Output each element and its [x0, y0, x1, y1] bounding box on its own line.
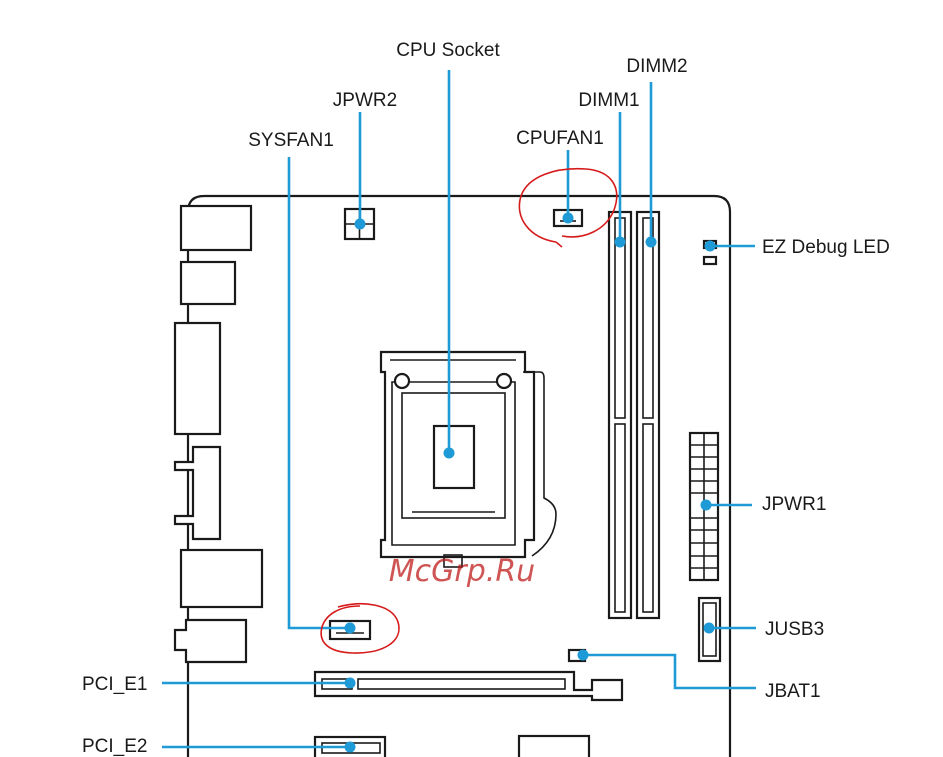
label-jpwr1: JPWR1 [762, 494, 826, 515]
dimm-slots [607, 210, 661, 620]
io-port-1 [179, 204, 253, 252]
marker-sysfan1 [320, 602, 400, 654]
label-jbat1: JBAT1 [765, 681, 821, 702]
label-jusb3: JUSB3 [765, 619, 824, 640]
label-ez-debug-led: EZ Debug LED [762, 237, 890, 258]
io-port-2 [179, 260, 237, 306]
labels: CPU Socket DIMM2 JPWR2 DIMM1 SYSFAN1 CPU… [82, 40, 890, 757]
dimm2-slot [635, 210, 661, 620]
label-cpufan1: CPUFAN1 [516, 128, 604, 149]
highlight-markers [320, 167, 618, 654]
label-pci-e1: PCI_E1 [82, 674, 147, 695]
marker-cpufan1 [518, 167, 618, 248]
io-port-5 [179, 548, 264, 609]
label-cpu-socket: CPU Socket [396, 40, 500, 61]
pci-e1-slot [313, 670, 624, 702]
leader-lines [162, 70, 756, 753]
chipset-outline [517, 734, 591, 757]
io-port-4 [173, 445, 222, 541]
label-pci-e2: PCI_E2 [82, 736, 147, 757]
io-port-3 [173, 321, 222, 436]
io-port-6 [173, 618, 248, 664]
label-sysfan1: SYSFAN1 [248, 130, 334, 151]
watermark-text: McGrp.Ru [389, 554, 535, 589]
leader-sysfan1 [287, 157, 350, 630]
dimm1-slot [607, 210, 633, 620]
label-jpwr2: JPWR2 [333, 90, 397, 111]
label-dimm2: DIMM2 [626, 56, 687, 77]
cpu-socket-body [379, 350, 557, 568]
rear-io-panel [173, 204, 264, 664]
leader-jbat1 [583, 653, 756, 690]
label-dimm1: DIMM1 [578, 90, 639, 111]
